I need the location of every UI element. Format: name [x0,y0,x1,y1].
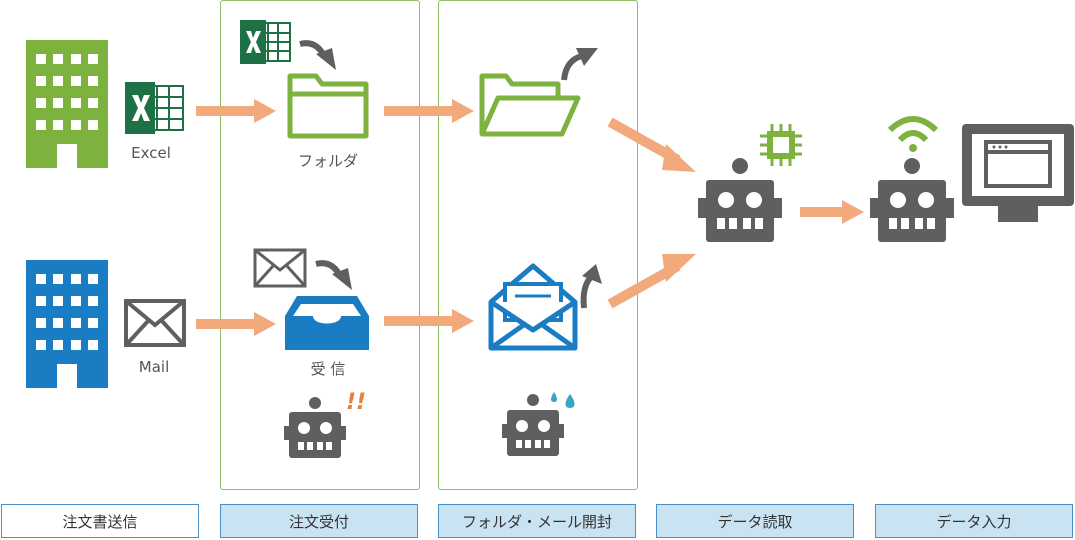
open-envelope-icon [488,263,578,351]
monitor-icon [962,124,1074,222]
step-data-input: データ入力 [875,504,1073,538]
arrow-right-icon [196,99,276,123]
arrow-right-icon [800,200,864,224]
blue-building-icon [26,260,108,388]
curved-arrow-up-icon [580,264,602,309]
mail-label: Mail [138,358,170,376]
robot-icon [870,158,954,242]
curved-arrow-up-icon [561,48,598,81]
arrow-diagonal-up-icon [607,254,696,309]
sweat-drop-icon [551,392,575,408]
excel-icon [125,82,184,134]
mail-icon [124,299,186,347]
step-order-send: 注文書送信 [1,504,199,538]
arrow-diagonal-down-icon [607,117,696,172]
excel-label: Excel [131,144,171,162]
robot-icon [284,397,346,458]
curved-arrow-down-icon [315,260,352,290]
chip-icon [760,124,802,166]
robot-icon [502,394,564,456]
folder-label: フォルダ [297,152,358,170]
robot-icon [698,158,782,242]
green-building-icon [26,40,108,168]
excel-small-icon [240,20,291,64]
arrow-right-icon [384,99,474,123]
folder-icon [287,73,369,139]
receive-label: 受 信 [310,360,346,378]
arrow-right-icon [196,312,276,336]
arrow-right-icon [384,309,474,333]
inbox-tray-icon [285,296,369,350]
stage-box-open [438,0,638,490]
exclamation-mark: !! [346,390,367,415]
wifi-icon [887,116,939,152]
open-folder-icon [479,73,581,137]
stage-box-order-receipt [220,0,420,490]
step-folder-mail-open: フォルダ・メール開封 [438,504,636,538]
curved-arrow-down-icon [299,40,336,70]
step-order-receive: 注文受付 [220,504,418,538]
step-data-read: データ読取 [656,504,854,538]
envelope-small-icon [253,248,307,288]
